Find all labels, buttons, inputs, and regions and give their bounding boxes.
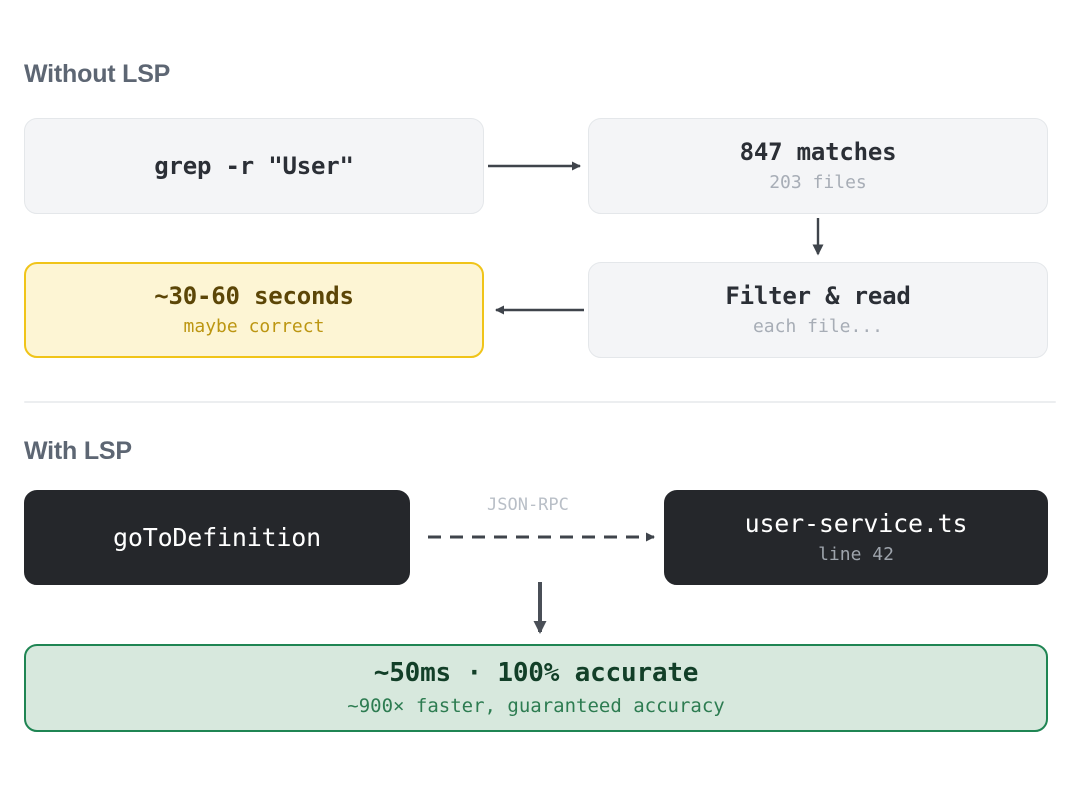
node-timing-outcome-subtext: maybe correct bbox=[183, 315, 325, 337]
node-result-outcome-label: ~50ms · 100% accurate bbox=[373, 657, 699, 688]
node-goto-definition: goToDefinition bbox=[24, 490, 410, 585]
node-target-file-label: user-service.ts bbox=[744, 508, 968, 538]
node-matches-result-label: 847 matches bbox=[739, 137, 897, 166]
node-result-outcome-subtext: ~900× faster, guaranteed accuracy bbox=[347, 694, 725, 717]
edge-label-jsonrpc: JSON-RPC bbox=[487, 495, 569, 515]
node-target-file-subtext: line 42 bbox=[818, 543, 894, 565]
node-filter-and-read: Filter & read each file... bbox=[588, 262, 1048, 358]
node-result-outcome: ~50ms · 100% accurate ~900× faster, guar… bbox=[24, 644, 1048, 732]
node-filter-and-read-subtext: each file... bbox=[752, 315, 884, 337]
node-timing-outcome-label: ~30-60 seconds bbox=[154, 281, 354, 310]
section-title-with-lsp: With LSP bbox=[24, 437, 132, 465]
node-target-file: user-service.ts line 42 bbox=[664, 490, 1048, 585]
section-divider bbox=[24, 401, 1056, 403]
node-goto-definition-label: goToDefinition bbox=[113, 522, 321, 552]
node-grep-command-label: grep -r "User" bbox=[154, 151, 354, 180]
node-matches-result-subtext: 203 files bbox=[769, 171, 867, 193]
node-grep-command: grep -r "User" bbox=[24, 118, 484, 214]
node-matches-result: 847 matches 203 files bbox=[588, 118, 1048, 214]
node-timing-outcome: ~30-60 seconds maybe correct bbox=[24, 262, 484, 358]
section-title-without-lsp: Without LSP bbox=[24, 60, 171, 88]
node-filter-and-read-label: Filter & read bbox=[725, 281, 911, 310]
